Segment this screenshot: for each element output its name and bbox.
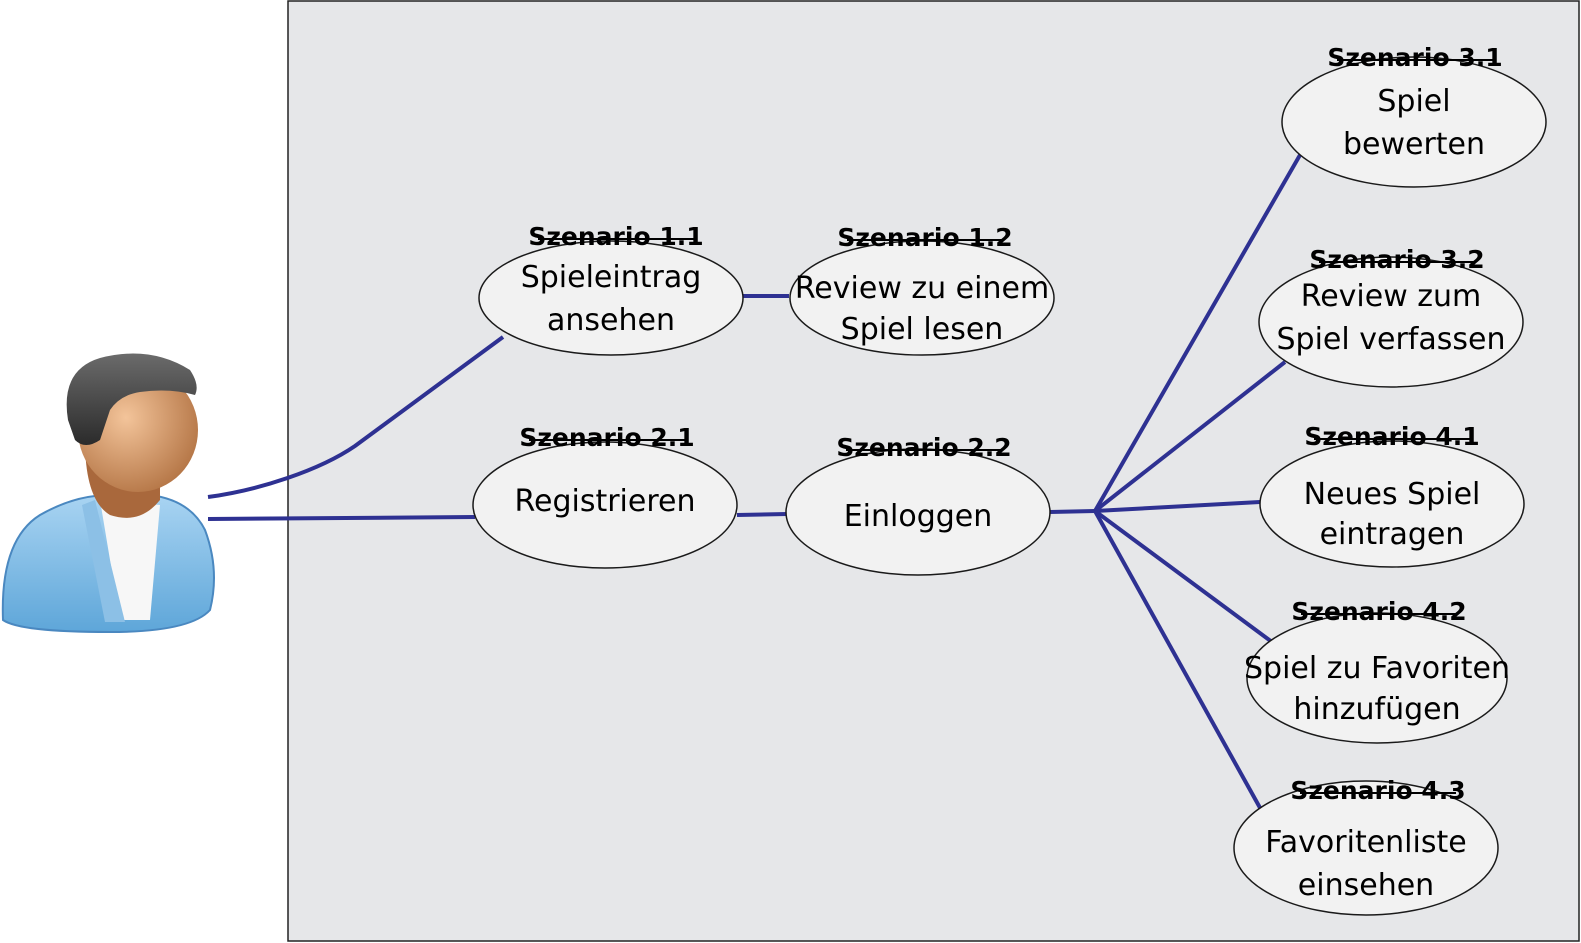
user-avatar-icon — [1, 353, 215, 634]
scenario-title: Szenario 4.3 — [1290, 776, 1465, 805]
scenario-title: Szenario 1.2 — [837, 223, 1012, 252]
scenario-title: Szenario 4.2 — [1291, 597, 1466, 626]
use-case-label: Spiel verfassen — [1277, 322, 1506, 357]
use-case-label: ansehen — [547, 303, 675, 338]
scenario-title: Szenario 4.1 — [1304, 422, 1479, 451]
use-case-ellipse — [1233, 780, 1499, 916]
scenario-title: Szenario 2.1 — [519, 423, 694, 452]
use-case-label: Review zum — [1301, 279, 1482, 314]
scenario-title: Szenario 3.1 — [1327, 43, 1502, 72]
connectors — [207, 154, 1302, 816]
use-case-label: Spiel — [1377, 84, 1450, 119]
use-case-label: hinzufügen — [1293, 692, 1460, 727]
scenario-layer: Szenario 1.1SpieleintragansehenSzenario … — [472, 43, 1547, 916]
use-case-ellipse — [1281, 56, 1547, 188]
scenario-title: Szenario 3.2 — [1309, 245, 1484, 274]
use-case-label: Spieleintrag — [521, 260, 702, 295]
use-case-label: Spiel zu Favoriten — [1244, 651, 1510, 686]
use-case-ellipse — [478, 240, 744, 356]
use-case-ellipse — [472, 441, 738, 569]
use-case-label: bewerten — [1343, 127, 1485, 162]
use-case-label: Einloggen — [844, 499, 993, 534]
scenario-title: Szenario 2.2 — [836, 433, 1011, 462]
use-case-label: Spiel lesen — [841, 312, 1004, 347]
scenario-title: Szenario 1.1 — [528, 222, 703, 251]
use-case-label: Neues Spiel — [1304, 477, 1481, 512]
use-case-label: Registrieren — [515, 484, 696, 519]
use-case-label: einsehen — [1298, 868, 1434, 903]
use-case-label: Favoritenliste — [1265, 825, 1466, 860]
use-case-label: Review zu einem — [795, 271, 1049, 306]
use-case-label: eintragen — [1320, 517, 1465, 552]
use-case-ellipse — [1258, 256, 1524, 388]
use-case-ellipse — [1259, 440, 1525, 568]
